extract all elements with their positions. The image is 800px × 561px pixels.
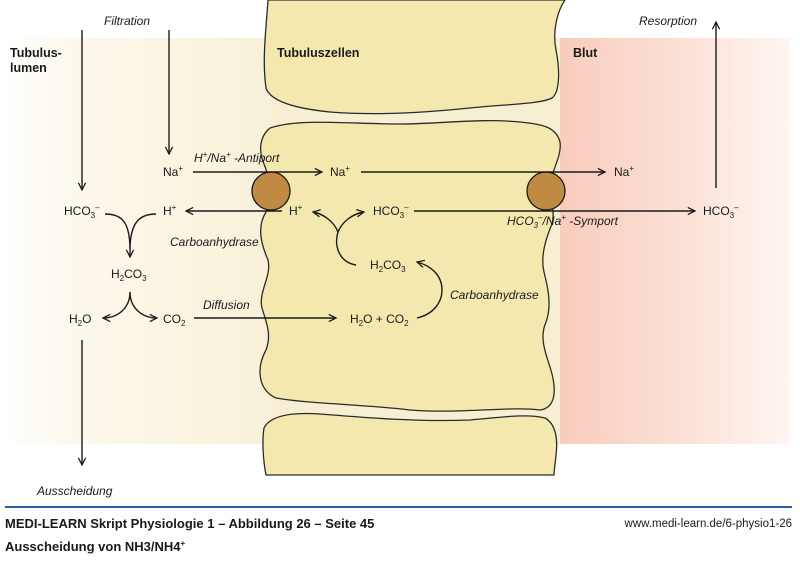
filtration-label: Filtration (104, 14, 151, 28)
h2o-lumen: H2O (69, 312, 92, 328)
footer-title: MEDI-LEARN Skript Physiologie 1 – Abbild… (5, 516, 375, 531)
tubule-cell-bottom (262, 412, 558, 476)
symport-label: HCO3–/Na+ -Symport (507, 213, 618, 230)
region-label-lumen-line2: lumen (10, 61, 47, 75)
region-label-blood: Blut (573, 46, 598, 60)
blood-region (540, 38, 790, 444)
antiport-label: H+/Na+ -Antiport (194, 150, 280, 166)
footer-subtitle: Ausscheidung von NH3/NH4+ (5, 539, 186, 554)
h2co3-cell: H2CO3 (370, 258, 406, 274)
excretion-label: Ausscheidung (37, 484, 113, 498)
cell-split-curve-hco3 (337, 212, 364, 233)
tubule-cell-top (263, 0, 566, 115)
lumen-split-curve-right (129, 291, 157, 318)
tubule-cell-middle (259, 119, 561, 412)
h-cell: H+ (289, 203, 303, 219)
co2-lumen: CO2 (163, 312, 186, 328)
region-label-lumen: Tubulus- lumen (10, 46, 62, 76)
h-lumen: H+ (163, 203, 177, 219)
resorption-label: Resorption (639, 14, 698, 28)
lumen-enzyme-label: Carboanhydrase (170, 235, 259, 249)
na-lumen: Na+ (163, 164, 184, 180)
region-label-cells: Tubuluszellen (277, 46, 360, 60)
lumen-region (0, 38, 290, 444)
symport-transporter (526, 171, 566, 211)
h2co3-lumen: H2CO3 (111, 267, 147, 283)
hco3-lumen: HCO3– (64, 203, 100, 220)
cell-enzyme-curve (417, 262, 443, 319)
footer-divider (5, 506, 792, 508)
na-cell: Na+ (330, 164, 351, 180)
lumen-combine-curve (104, 213, 157, 251)
hco3-blood: HCO3– (703, 203, 739, 220)
antiport-transporter (251, 171, 291, 211)
diffusion-label: Diffusion (203, 298, 250, 312)
na-blood: Na+ (614, 164, 635, 180)
bicarbonate-reabsorption-diagram (0, 0, 790, 476)
region-label-lumen-line1: Tubulus- (10, 46, 62, 60)
cell-enzyme-label: Carboanhydrase (450, 288, 539, 302)
hco3-cell: HCO3– (373, 203, 409, 220)
h2o-co2-cell: H2O + CO2 (350, 312, 409, 328)
footer-url[interactable]: www.medi-learn.de/6-physio1-26 (624, 518, 792, 530)
